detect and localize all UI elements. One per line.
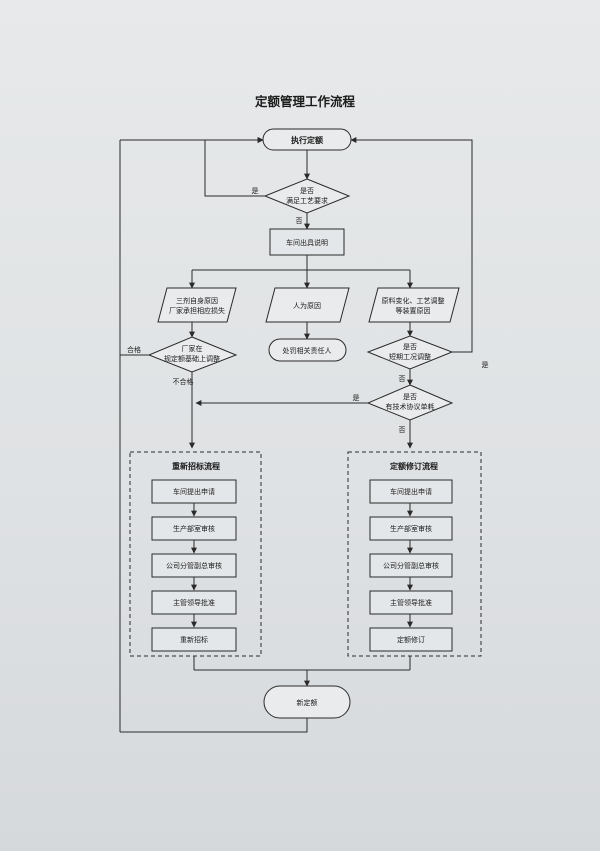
- short-line2: 短期工况调整: [389, 352, 431, 361]
- group-quota-revision: 定额修订流程 车间提出申请 生产部室审核 公司分管副总审核 主管领导批准 定额修…: [347, 451, 482, 657]
- end-node: 新定额: [263, 685, 351, 719]
- vendor-line1: 厂家在: [182, 344, 203, 353]
- vendor-line2: 规定额基础上调整: [164, 354, 220, 363]
- tech-line2: 有技术协议单耗: [386, 402, 435, 411]
- short-no-label: 否: [399, 375, 406, 383]
- retender-step-3: 公司分管副总审核: [151, 553, 237, 578]
- start-label: 执行定额: [291, 135, 323, 145]
- tech-line1: 是否: [403, 393, 417, 401]
- decision1-yes-label: 是: [252, 187, 259, 195]
- revision-step-3: 公司分管副总审核: [369, 553, 453, 578]
- connectors: [119, 137, 473, 733]
- svg-text:车间提出申请: 车间提出申请: [173, 487, 215, 496]
- decision-vendor-adjust: 厂家在 规定额基础上调整: [147, 336, 238, 373]
- svg-text:定额修订: 定额修订: [397, 635, 425, 644]
- tech-yes-label: 是: [353, 394, 360, 402]
- short-line1: 是否: [403, 343, 417, 351]
- vendor-fail-label: 不合格: [173, 377, 194, 386]
- cause1-line2: 厂家承担相应损失: [169, 306, 225, 315]
- vendor-pass-label: 合格: [127, 345, 141, 354]
- revision-title: 定额修订流程: [389, 461, 438, 471]
- svg-text:主管领导批准: 主管领导批准: [390, 598, 432, 607]
- decision1-no-label: 否: [296, 217, 303, 225]
- svg-text:重新招标: 重新招标: [180, 635, 208, 644]
- cause-equipment: 原料变化、工艺调整 等装置原因: [368, 287, 460, 323]
- revision-step-2: 生产部室审核: [369, 516, 453, 541]
- svg-text:生产部室审核: 生产部室审核: [390, 524, 432, 533]
- svg-text:主管领导批准: 主管领导批准: [173, 598, 215, 607]
- decision-process-requirement: 是否 满足工艺要求: [263, 178, 351, 214]
- workshop-explain-box: 车间出具说明: [269, 228, 345, 256]
- svg-text:公司分管副总审核: 公司分管副总审核: [383, 561, 439, 570]
- punish-label: 处罚相关责任人: [283, 346, 332, 355]
- cause-human: 人为原因: [265, 287, 350, 323]
- end-label: 新定额: [297, 698, 318, 707]
- svg-text:生产部室审核: 生产部室审核: [173, 524, 215, 533]
- svg-text:公司分管副总审核: 公司分管副总审核: [166, 561, 222, 570]
- cause-catalyst: 三剂自身原因 厂家承担相应损失: [157, 287, 237, 323]
- workshop-explain-label: 车间出具说明: [286, 238, 328, 247]
- line-end-loop: [120, 718, 308, 733]
- retender-step-2: 生产部室审核: [151, 516, 237, 541]
- group-retender: 重新招标流程 车间提出申请 生产部室审核 公司分管副总审核 主管领导批准 重新招…: [129, 451, 262, 657]
- decision-short-term: 是否 短期工况调整: [366, 335, 454, 370]
- revision-step-5: 定额修订: [369, 627, 453, 652]
- short-yes-label: 是: [482, 361, 489, 369]
- cause2-label: 人为原因: [293, 301, 321, 310]
- diagram-title: 定额管理工作流程: [254, 94, 356, 109]
- retender-step-4: 主管领导批准: [151, 590, 237, 615]
- decision-tech-agreement: 是否 有技术协议单耗: [366, 384, 454, 421]
- retender-title: 重新招标流程: [172, 461, 220, 471]
- cause1-line1: 三剂自身原因: [176, 296, 218, 305]
- retender-step-1: 车间提出申请: [151, 479, 237, 504]
- start-node: 执行定额: [262, 128, 352, 151]
- cause3-line2: 等装置原因: [396, 306, 431, 315]
- svg-text:车间提出申请: 车间提出申请: [390, 487, 432, 496]
- cause3-line1: 原料变化、工艺调整: [382, 296, 445, 305]
- tech-no-label: 否: [399, 426, 406, 434]
- arrow-short-yes: [350, 137, 473, 353]
- decision1-line1: 是否: [300, 187, 314, 195]
- punish-node: 处罚相关责任人: [268, 338, 347, 362]
- decision1-line2: 满足工艺要求: [286, 196, 328, 205]
- retender-step-5: 重新招标: [151, 627, 237, 652]
- revision-step-1: 车间提出申请: [369, 479, 453, 504]
- revision-step-4: 主管领导批准: [369, 590, 453, 615]
